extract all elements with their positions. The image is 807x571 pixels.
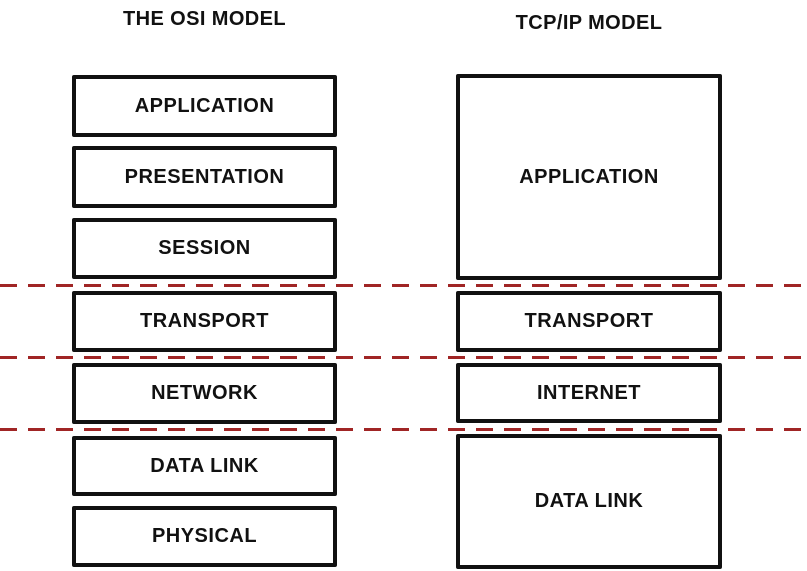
layer-divider-upper <box>0 284 807 287</box>
osi-layer-transport: TRANSPORT <box>72 291 337 352</box>
osi-model-title: THE OSI MODEL <box>123 8 286 30</box>
layer-divider-transport <box>0 356 807 359</box>
osi-layer-session: SESSION <box>72 218 337 279</box>
osi-layer-data-link: DATA LINK <box>72 436 337 496</box>
tcpip-layer-transport: TRANSPORT <box>456 291 722 352</box>
osi-layer-presentation: PRESENTATION <box>72 146 337 208</box>
tcpip-model-title: TCP/IP MODEL <box>515 12 663 34</box>
layer-divider-network <box>0 428 807 431</box>
tcpip-layer-internet: INTERNET <box>456 363 722 423</box>
osi-layer-physical: PHYSICAL <box>72 506 337 567</box>
osi-layer-network: NETWORK <box>72 363 337 424</box>
osi-layer-application: APPLICATION <box>72 75 337 137</box>
tcpip-layer-application: APPLICATION <box>456 74 722 280</box>
tcpip-layer-data-link: DATA LINK <box>456 434 722 569</box>
